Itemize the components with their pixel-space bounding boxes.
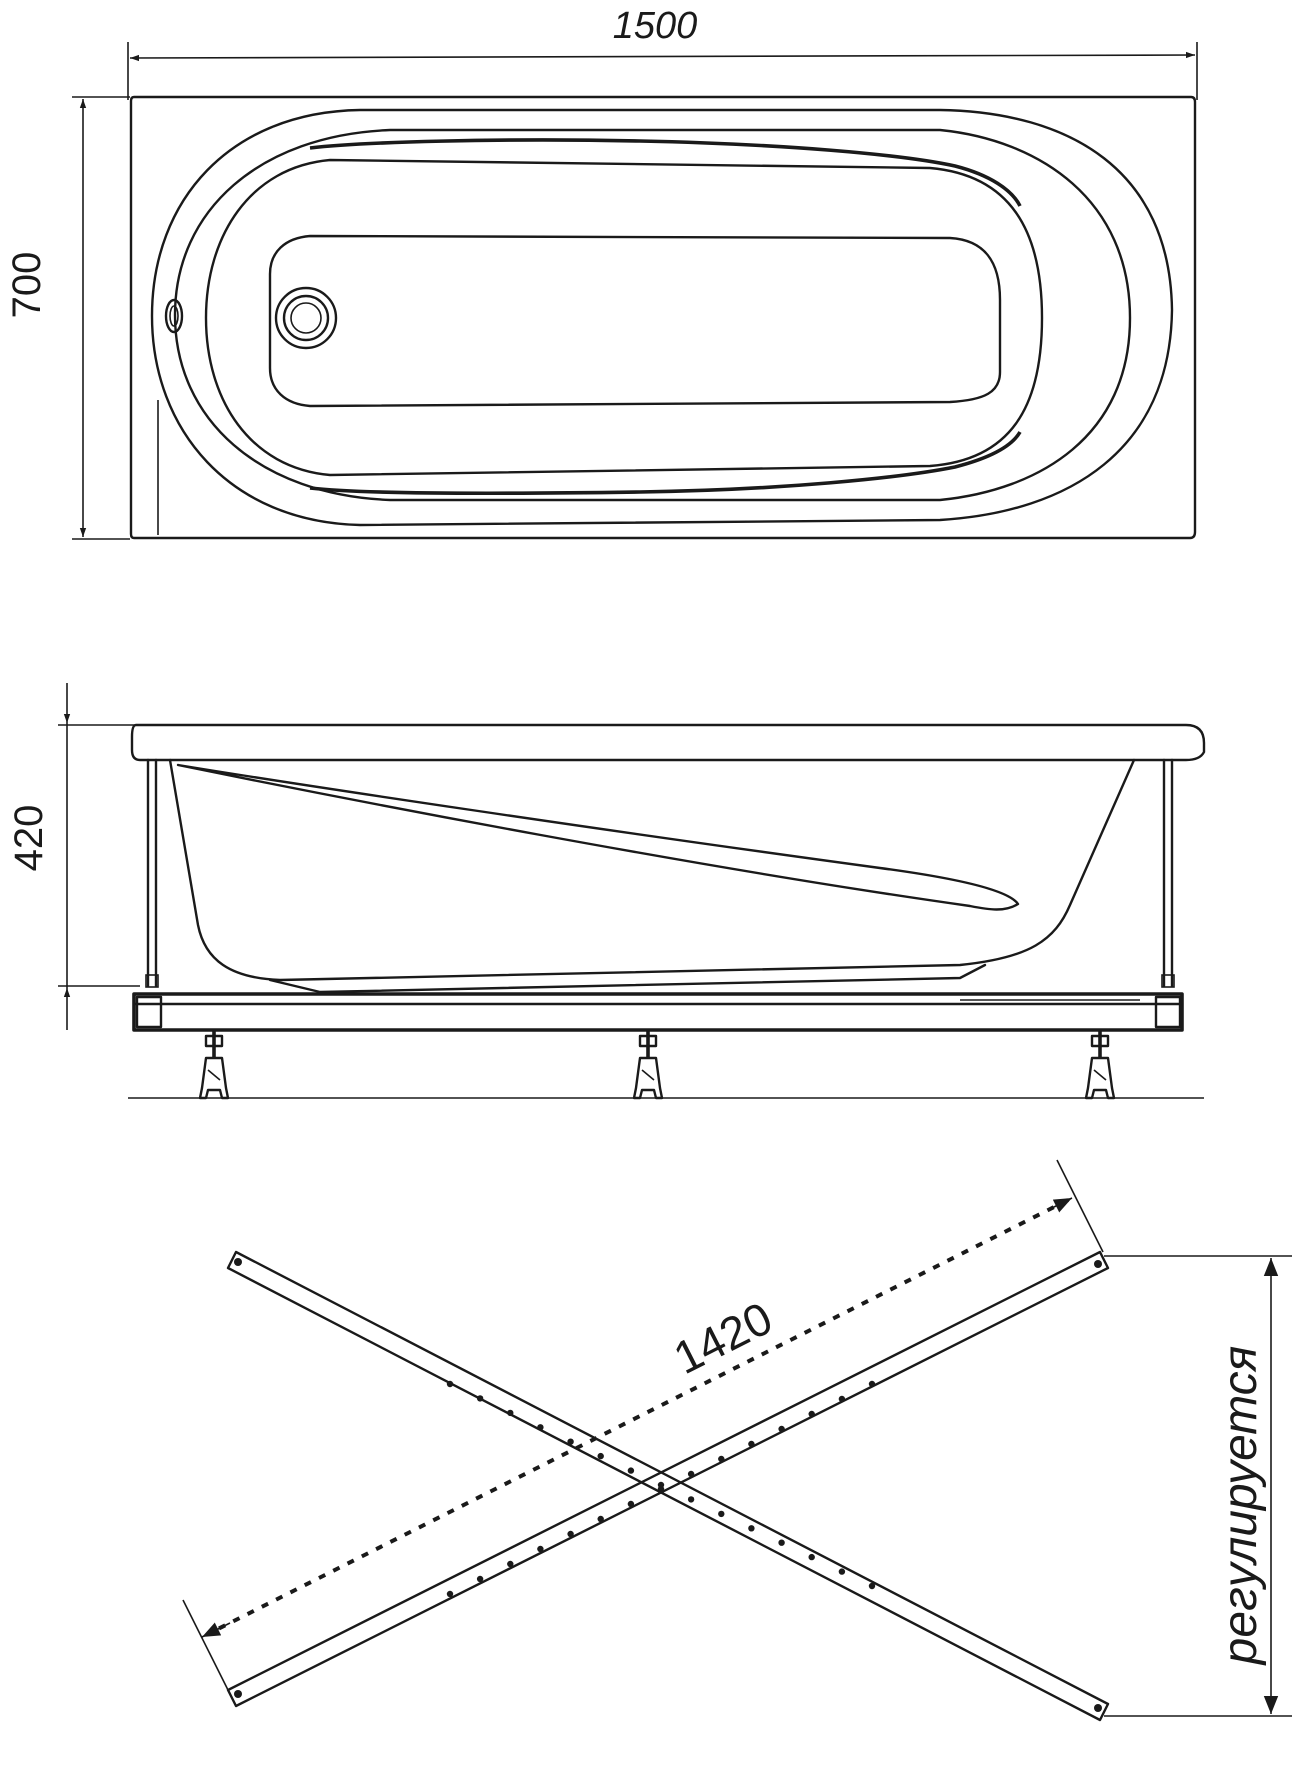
adjustment-hole [868, 1380, 876, 1388]
drain-hole [274, 286, 338, 350]
adjustment-hole [597, 1452, 604, 1460]
foot-left [198, 1030, 230, 1100]
adjustment-hole [597, 1515, 604, 1523]
brace-bar-descending [226, 1250, 1110, 1722]
brace-end-hole [234, 1690, 242, 1698]
top-view: 1500 700 [5, 5, 1198, 540]
adjustment-hole [718, 1455, 725, 1463]
adjustment-hole [476, 1575, 484, 1583]
frame-legs [145, 758, 1175, 988]
length-dimension-label: 1500 [613, 5, 698, 47]
frame-view: 1420 регулируется [182, 1159, 1292, 1722]
adjustment-hole [838, 1568, 846, 1575]
adjustment-hole [446, 1590, 454, 1598]
span-dimension: 1420 [182, 1159, 1104, 1693]
adjustment-hole [778, 1425, 785, 1433]
brace-end-hole [234, 1258, 242, 1266]
foot-center [632, 1030, 664, 1100]
brace-bar-ascending [226, 1250, 1110, 1708]
tub-top-outline [129, 95, 1197, 540]
adjustment-hole [657, 1485, 665, 1493]
adjustment-holes-ascending [446, 1380, 876, 1598]
height-dimension-label: 420 [7, 805, 51, 872]
adjustment-hole [507, 1560, 514, 1568]
length-dimension: 1500 [127, 5, 1198, 100]
adjustable-feet [198, 1030, 1116, 1100]
adjustable-label: регулируется [1214, 1346, 1267, 1667]
adjustment-hole [476, 1395, 484, 1402]
span-dimension-label: 1420 [665, 1291, 780, 1384]
overflow-hole [164, 298, 184, 334]
brace-end-hole [1094, 1260, 1102, 1268]
brace-end-hole [1094, 1704, 1102, 1712]
adjustment-hole [507, 1409, 514, 1417]
width-dimension: 700 [5, 96, 130, 540]
adjustment-hole [537, 1545, 544, 1553]
adjustment-holes-descending [446, 1380, 876, 1590]
adjustment-hole [446, 1380, 454, 1388]
adjustment-hole [808, 1553, 815, 1561]
adjustment-hole [687, 1470, 695, 1478]
adjustment-hole [687, 1496, 695, 1503]
adjustment-hole [748, 1525, 755, 1532]
adjustment-hole [868, 1582, 876, 1590]
adjustment-hole [627, 1467, 635, 1474]
adjustment-hole [748, 1440, 755, 1448]
foot-right [1084, 1030, 1116, 1100]
adjustment-hole [838, 1395, 846, 1403]
height-dimension: 420 [7, 683, 140, 1030]
adjustable-dimension: регулируется [1104, 1255, 1292, 1717]
support-base [132, 992, 1184, 1032]
adjustment-hole [537, 1424, 544, 1431]
width-dimension-label: 700 [5, 252, 49, 319]
adjustment-hole [778, 1539, 785, 1546]
side-view: 420 [7, 683, 1206, 1100]
adjustment-hole [567, 1438, 574, 1445]
adjustment-hole [627, 1500, 635, 1508]
adjustment-hole [808, 1410, 815, 1418]
adjustment-hole [718, 1510, 725, 1518]
adjustment-hole [567, 1530, 574, 1538]
tub-side-outline [130, 723, 1206, 994]
